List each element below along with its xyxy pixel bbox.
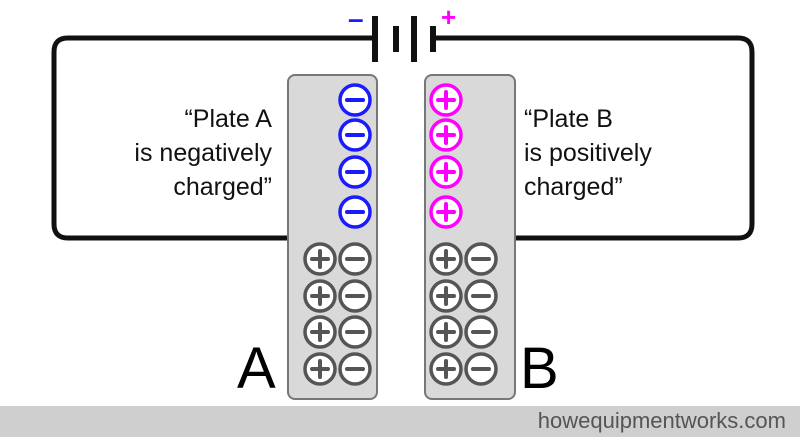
neutral-minus-icon [338,315,372,349]
site-credit: howequipmentworks.com [537,408,786,433]
neutral-minus-icon [338,242,372,276]
plate-a-caption-line: charged” [173,173,272,201]
positive-charge-icon [429,118,463,152]
neutral-plus-icon [429,242,463,276]
negative-charge-icon [338,195,372,229]
neutral-plus-icon [429,315,463,349]
plate-b-caption-line: charged” [524,173,623,201]
positive-charge-icon [429,195,463,229]
plate-b-caption: “Plate B is positively charged” [524,102,784,204]
positive-charge-icon [429,155,463,189]
battery-icon [372,16,436,62]
neutral-minus-icon [338,352,372,386]
circuit-wire-left [51,35,376,241]
plate-a-caption-line: is negatively [134,139,272,167]
neutral-minus-icon [338,279,372,313]
negative-charge-icon [338,118,372,152]
positive-charge-icon [429,83,463,117]
circuit-wire-right [436,35,755,241]
neutral-plus-icon [303,315,337,349]
plate-a-label: A [237,336,276,401]
neutral-minus-icon [464,242,498,276]
plate-a-caption: “Plate A is negatively charged” [12,102,272,204]
battery-positive-sign: + [441,2,457,32]
neutral-plus-icon [303,352,337,386]
plate-b-caption-line: “Plate B [524,105,613,133]
neutral-plus-icon [429,352,463,386]
neutral-plus-icon [303,242,337,276]
plate-a-caption-line: “Plate A [184,105,272,133]
neutral-plus-icon [303,279,337,313]
neutral-plus-icon [429,279,463,313]
footer-bar: howequipmentworks.com [0,406,800,437]
negative-charge-icon [338,155,372,189]
plate-b-caption-line: is positively [524,139,652,167]
plate-b-label: B [520,336,559,401]
battery-negative-sign: – [348,3,364,34]
neutral-minus-icon [464,279,498,313]
neutral-minus-icon [464,352,498,386]
negative-charge-icon [338,83,372,117]
neutral-minus-icon [464,315,498,349]
